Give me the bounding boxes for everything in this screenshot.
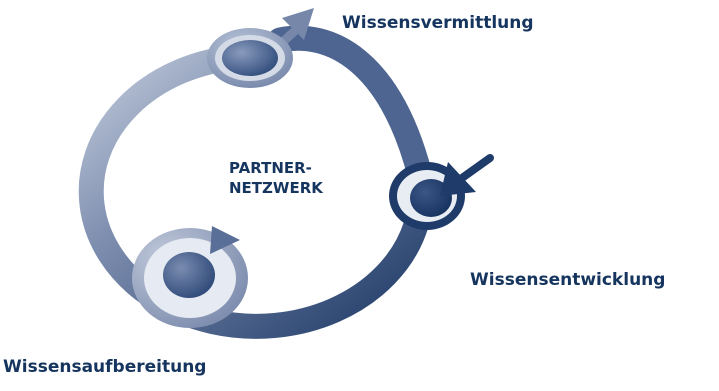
- center-label-line2: NETZWERK: [229, 179, 323, 197]
- node-right-wissensentwicklung: [389, 154, 494, 230]
- label-wissensaufbereitung: Wissensaufbereitung: [3, 357, 207, 377]
- center-label-line1: PARTNER-: [229, 159, 312, 177]
- node-top-wissensvermittlung: [207, 8, 314, 88]
- center-label-partnernetzwerk: PARTNER- NETZWERK: [229, 158, 323, 198]
- label-wissensvermittlung: Wissensvermittlung: [342, 13, 534, 33]
- label-wissensentwicklung: Wissensentwicklung: [470, 270, 666, 290]
- cycle-ring-upper: [267, 25, 433, 188]
- node-left-wissensaufbereitung: [132, 226, 248, 328]
